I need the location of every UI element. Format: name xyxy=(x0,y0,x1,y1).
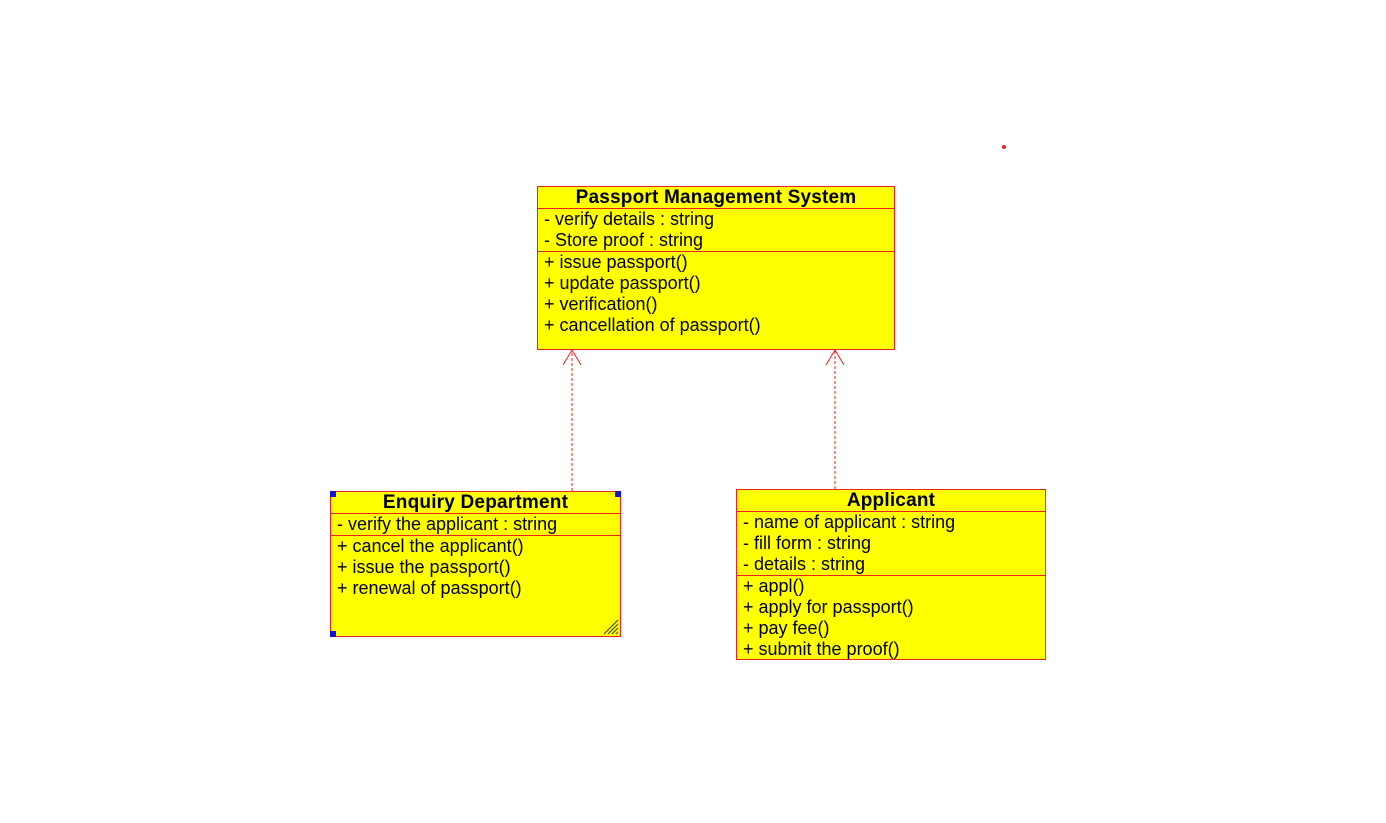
red-dot-marker xyxy=(1002,145,1006,149)
operation: + issue passport() xyxy=(544,252,688,272)
selection-handle-bottom-left[interactable] xyxy=(330,631,336,637)
operation: + update passport() xyxy=(544,273,701,293)
attribute: - Store proof : string xyxy=(544,230,704,250)
dependency-enquiry-to-pms[interactable] xyxy=(562,349,582,491)
dependency-applicant-to-pms[interactable] xyxy=(825,349,845,489)
operations-compartment: + issue passport() + update passport() +… xyxy=(538,252,894,336)
attributes-compartment: - verify the applicant : string xyxy=(331,514,620,536)
class-applicant[interactable]: Applicant - name of applicant : string -… xyxy=(736,489,1046,660)
operation: + apply for passport() xyxy=(743,597,914,617)
attribute: - verify the applicant : string xyxy=(337,514,558,534)
attribute: - details : string xyxy=(743,554,866,574)
class-enquiry-department[interactable]: Enquiry Department - verify the applican… xyxy=(330,491,621,637)
operation: + issue the passport() xyxy=(337,557,511,577)
class-name: Passport Management System xyxy=(538,187,894,209)
operation: + submit the proof() xyxy=(743,639,900,659)
operations-compartment: + cancel the applicant() + issue the pas… xyxy=(331,536,620,599)
attribute: - name of applicant : string xyxy=(743,512,956,532)
operation: + pay fee() xyxy=(743,618,830,638)
operation: + cancel the applicant() xyxy=(337,536,524,556)
attribute: - fill form : string xyxy=(743,533,872,553)
selection-handle-top-right[interactable] xyxy=(615,491,621,497)
open-arrowhead-icon xyxy=(562,349,582,366)
selection-handle-top-left[interactable] xyxy=(330,491,336,497)
attributes-compartment: - name of applicant : string - fill form… xyxy=(737,512,1045,576)
class-name: Enquiry Department xyxy=(331,492,620,514)
attribute: - verify details : string xyxy=(544,209,715,229)
open-arrowhead-icon xyxy=(825,349,845,366)
attributes-compartment: - verify details : string - Store proof … xyxy=(538,209,894,252)
operation: + appl() xyxy=(743,576,805,596)
operation: + renewal of passport() xyxy=(337,578,522,598)
resize-grip-icon[interactable] xyxy=(602,618,619,635)
operations-compartment: + appl() + apply for passport() + pay fe… xyxy=(737,576,1045,660)
operation: + verification() xyxy=(544,294,658,314)
class-passport-management-system[interactable]: Passport Management System - verify deta… xyxy=(537,186,895,350)
operation: + cancellation of passport() xyxy=(544,315,761,335)
class-name: Applicant xyxy=(737,490,1045,512)
